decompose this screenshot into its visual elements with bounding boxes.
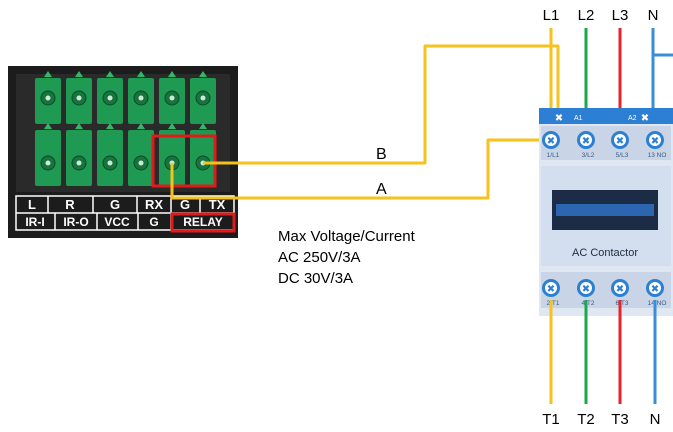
screw-icon: ✖ [616,136,624,147]
relay-terminal-highlight [151,134,217,188]
screw-icon: ✖ [547,284,555,295]
terminal [66,123,92,186]
terminal-4-t2: ✖ [577,279,595,297]
label-g-2: G [180,197,190,212]
terminal [35,71,61,124]
terminal [128,71,154,124]
contactor-coil-band [539,108,673,124]
line-label-l1: L1 [543,7,560,24]
top-terminals: ✖ ✖ ✖ ✖ 1/L1 3/L2 5/L3 13 NO [541,126,671,160]
relay-label-highlight [170,212,236,233]
terminal-label-13no: 13 NO [648,152,667,159]
terminal-5-l3: ✖ [611,131,629,149]
terminal-label-2t1: 2/T1 [546,300,559,307]
spec-line-1: Max Voltage/Current [278,228,416,245]
terminal-14-no: ✖ [646,279,664,297]
wire-label-a: A [376,181,387,198]
terminal-label-4t2: 4/T2 [581,300,594,307]
terminal-relay-1 [159,123,185,186]
terminal-label-5l3: 5/L3 [616,152,629,159]
line-label-l3: L3 [612,7,629,24]
spec-line-2: AC 250V/3A [278,249,361,266]
line-labels-bottom: T1 T2 T3 N [542,411,660,428]
label-strip: L R G RX G TX IR-I IR-O VCC G RELAY [15,195,236,233]
wire-n [651,28,673,57]
line-labels-top: L1 L2 L3 N [543,7,659,24]
terminal [35,123,61,186]
line-label-n-bottom: N [650,411,661,428]
screw-icon: ✖ [582,284,590,295]
contactor-window [556,204,654,216]
terminal [97,123,123,186]
wire-a [170,138,546,200]
line-label-t3: T3 [611,411,629,428]
screw-icon: ✖ [547,136,555,147]
terminal-label-14no: 14 NO [648,300,667,307]
line-label-l2: L2 [578,7,595,24]
line-label-t1: T1 [542,411,560,428]
terminal [66,71,92,124]
wire-b [203,44,560,165]
terminal-label-6t3: 6/T3 [615,300,628,307]
label-ir-i: IR-I [25,215,44,229]
spec-line-3: DC 30V/3A [278,270,353,287]
coil-a1-label: A1 [574,115,583,122]
screw-icon: ✖ [582,136,590,147]
coil-a2-screw-icon: ✖ [641,113,649,124]
terminal-row-top [35,71,216,124]
label-ir-o: IR-O [63,215,88,229]
line-label-t2: T2 [577,411,595,428]
coil-a1-screw-icon: ✖ [555,113,563,124]
connector-block: L R G RX G TX IR-I IR-O VCC G RELAY [8,66,238,238]
coil-a2-label: A2 [628,115,637,122]
terminal-row-bottom [35,123,216,186]
terminal-3-l2: ✖ [577,131,595,149]
terminal-6-t3: ✖ [611,279,629,297]
terminal-label-1l1: 1/L1 [547,152,560,159]
terminal-2-t1: ✖ [542,279,560,297]
label-g: G [110,197,120,212]
bottom-terminals: ✖ ✖ ✖ ✖ 2/T1 4/T2 6/T3 14 NO [541,272,671,308]
ac-contactor: A1 A2 ✖ ✖ ✖ ✖ ✖ ✖ 1/L1 3/L2 [539,108,673,316]
label-tx: TX [209,197,226,212]
label-vcc: VCC [104,215,130,229]
wire-label-b: B [376,146,387,163]
label-l: L [28,197,36,212]
terminal-label-3l2: 3/L2 [582,152,595,159]
line-wires-bottom [549,300,657,404]
screw-icon: ✖ [651,136,659,147]
line-label-n: N [648,7,659,24]
terminal-13-no: ✖ [646,131,664,149]
terminal [190,71,216,124]
terminal [97,71,123,124]
terminal-1-l1: ✖ [542,131,560,149]
screw-icon: ✖ [651,284,659,295]
spec-text: Max Voltage/Current AC 250V/3A DC 30V/3A [278,228,416,287]
control-wires [170,44,560,200]
terminal-relay-2 [190,123,216,186]
label-g-3: G [149,215,158,229]
screw-icon: ✖ [616,284,624,295]
terminal [128,123,154,186]
contactor-name: AC Contactor [572,247,638,259]
label-rx: RX [145,197,163,212]
label-relay: RELAY [183,215,223,229]
terminal [159,71,185,124]
label-r: R [65,197,75,212]
